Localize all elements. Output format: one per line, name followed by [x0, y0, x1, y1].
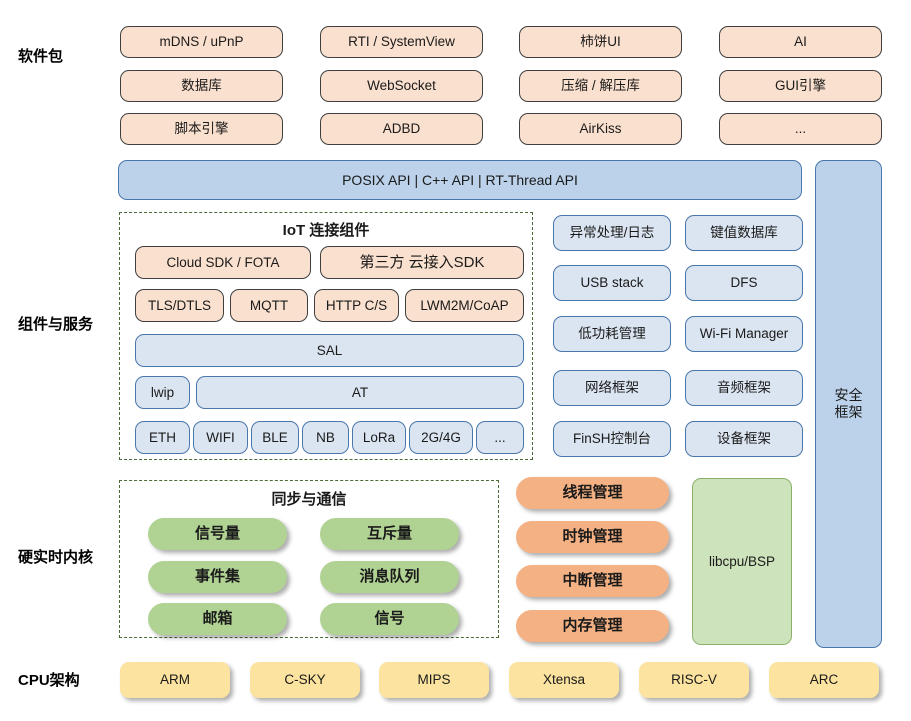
component-box[interactable]: 音频框架: [685, 370, 803, 406]
link-box[interactable]: BLE: [251, 421, 299, 454]
iot-protocol-box[interactable]: HTTP C/S: [314, 289, 399, 322]
package-box[interactable]: ...: [719, 113, 882, 145]
cpu-arch-box[interactable]: RISC-V: [639, 662, 749, 698]
component-box[interactable]: 设备框架: [685, 421, 803, 457]
iot-connect-group-frame: [119, 212, 533, 460]
api-bar[interactable]: POSIX API | C++ API | RT-Thread API: [118, 160, 802, 200]
package-box[interactable]: RTI / SystemView: [320, 26, 483, 58]
cpu-arch-box[interactable]: C-SKY: [250, 662, 360, 698]
sync-box[interactable]: 信号: [320, 603, 459, 635]
sal-box[interactable]: SAL: [135, 334, 524, 367]
iot-protocol-box[interactable]: TLS/DTLS: [135, 289, 224, 322]
sync-box[interactable]: 信号量: [148, 518, 287, 550]
lwip-box[interactable]: lwip: [135, 376, 190, 409]
iot-protocol-box[interactable]: MQTT: [230, 289, 308, 322]
component-box[interactable]: 异常处理/日志: [553, 215, 671, 251]
package-box[interactable]: WebSocket: [320, 70, 483, 102]
package-box[interactable]: 柿饼UI: [519, 26, 682, 58]
row-label-hard-realtime-kernel: 硬实时内核: [18, 549, 94, 566]
component-box[interactable]: FinSH控制台: [553, 421, 671, 457]
row-label-software-packages: 软件包: [18, 48, 64, 65]
iot-box[interactable]: 第三方 云接入SDK: [320, 246, 524, 279]
package-box[interactable]: GUI引擎: [719, 70, 882, 102]
package-box[interactable]: ADBD: [320, 113, 483, 145]
component-box[interactable]: 低功耗管理: [553, 316, 671, 352]
iot-box[interactable]: Cloud SDK / FOTA: [135, 246, 311, 279]
component-box[interactable]: Wi-Fi Manager: [685, 316, 803, 352]
iot-connect-group-title: IoT 连接组件: [282, 222, 370, 239]
package-box[interactable]: AI: [719, 26, 882, 58]
component-box[interactable]: 网络框架: [553, 370, 671, 406]
link-box[interactable]: 2G/4G: [409, 421, 473, 454]
package-box[interactable]: 数据库: [120, 70, 283, 102]
sync-group-frame: [119, 480, 499, 638]
link-box[interactable]: NB: [302, 421, 349, 454]
libcpu-bsp-box[interactable]: libcpu/BSP: [692, 478, 792, 645]
link-box[interactable]: ETH: [135, 421, 190, 454]
sync-box[interactable]: 互斥量: [320, 518, 459, 550]
sync-box[interactable]: 事件集: [148, 561, 287, 593]
component-box[interactable]: 键值数据库: [685, 215, 803, 251]
package-box[interactable]: 脚本引擎: [120, 113, 283, 145]
at-box[interactable]: AT: [196, 376, 524, 409]
component-box[interactable]: DFS: [685, 265, 803, 301]
sync-box[interactable]: 消息队列: [320, 561, 459, 593]
component-box[interactable]: USB stack: [553, 265, 671, 301]
package-box[interactable]: mDNS / uPnP: [120, 26, 283, 58]
kernel-manager-box[interactable]: 线程管理: [516, 477, 669, 509]
cpu-arch-box[interactable]: ARM: [120, 662, 230, 698]
cpu-arch-box[interactable]: ARC: [769, 662, 879, 698]
cpu-arch-box[interactable]: MIPS: [379, 662, 489, 698]
package-box[interactable]: AirKiss: [519, 113, 682, 145]
link-box[interactable]: ...: [476, 421, 524, 454]
security-framework-label-line1: 安全: [834, 386, 863, 403]
cpu-arch-box[interactable]: Xtensa: [509, 662, 619, 698]
sync-group-title: 同步与通信: [271, 491, 347, 508]
sync-box[interactable]: 邮箱: [148, 603, 287, 635]
kernel-manager-box[interactable]: 中断管理: [516, 565, 669, 597]
row-label-components-services: 组件与服务: [18, 316, 94, 333]
link-box[interactable]: LoRa: [352, 421, 406, 454]
security-framework-column[interactable]: 安全 框架: [815, 160, 882, 648]
kernel-manager-box[interactable]: 内存管理: [516, 610, 669, 642]
iot-protocol-box[interactable]: LWM2M/CoAP: [405, 289, 524, 322]
package-box[interactable]: 压缩 / 解压库: [519, 70, 682, 102]
row-label-cpu-architecture: CPU架构: [18, 672, 80, 689]
security-framework-label-line2: 框架: [834, 404, 863, 420]
kernel-manager-box[interactable]: 时钟管理: [516, 521, 669, 553]
link-box[interactable]: WIFI: [193, 421, 248, 454]
